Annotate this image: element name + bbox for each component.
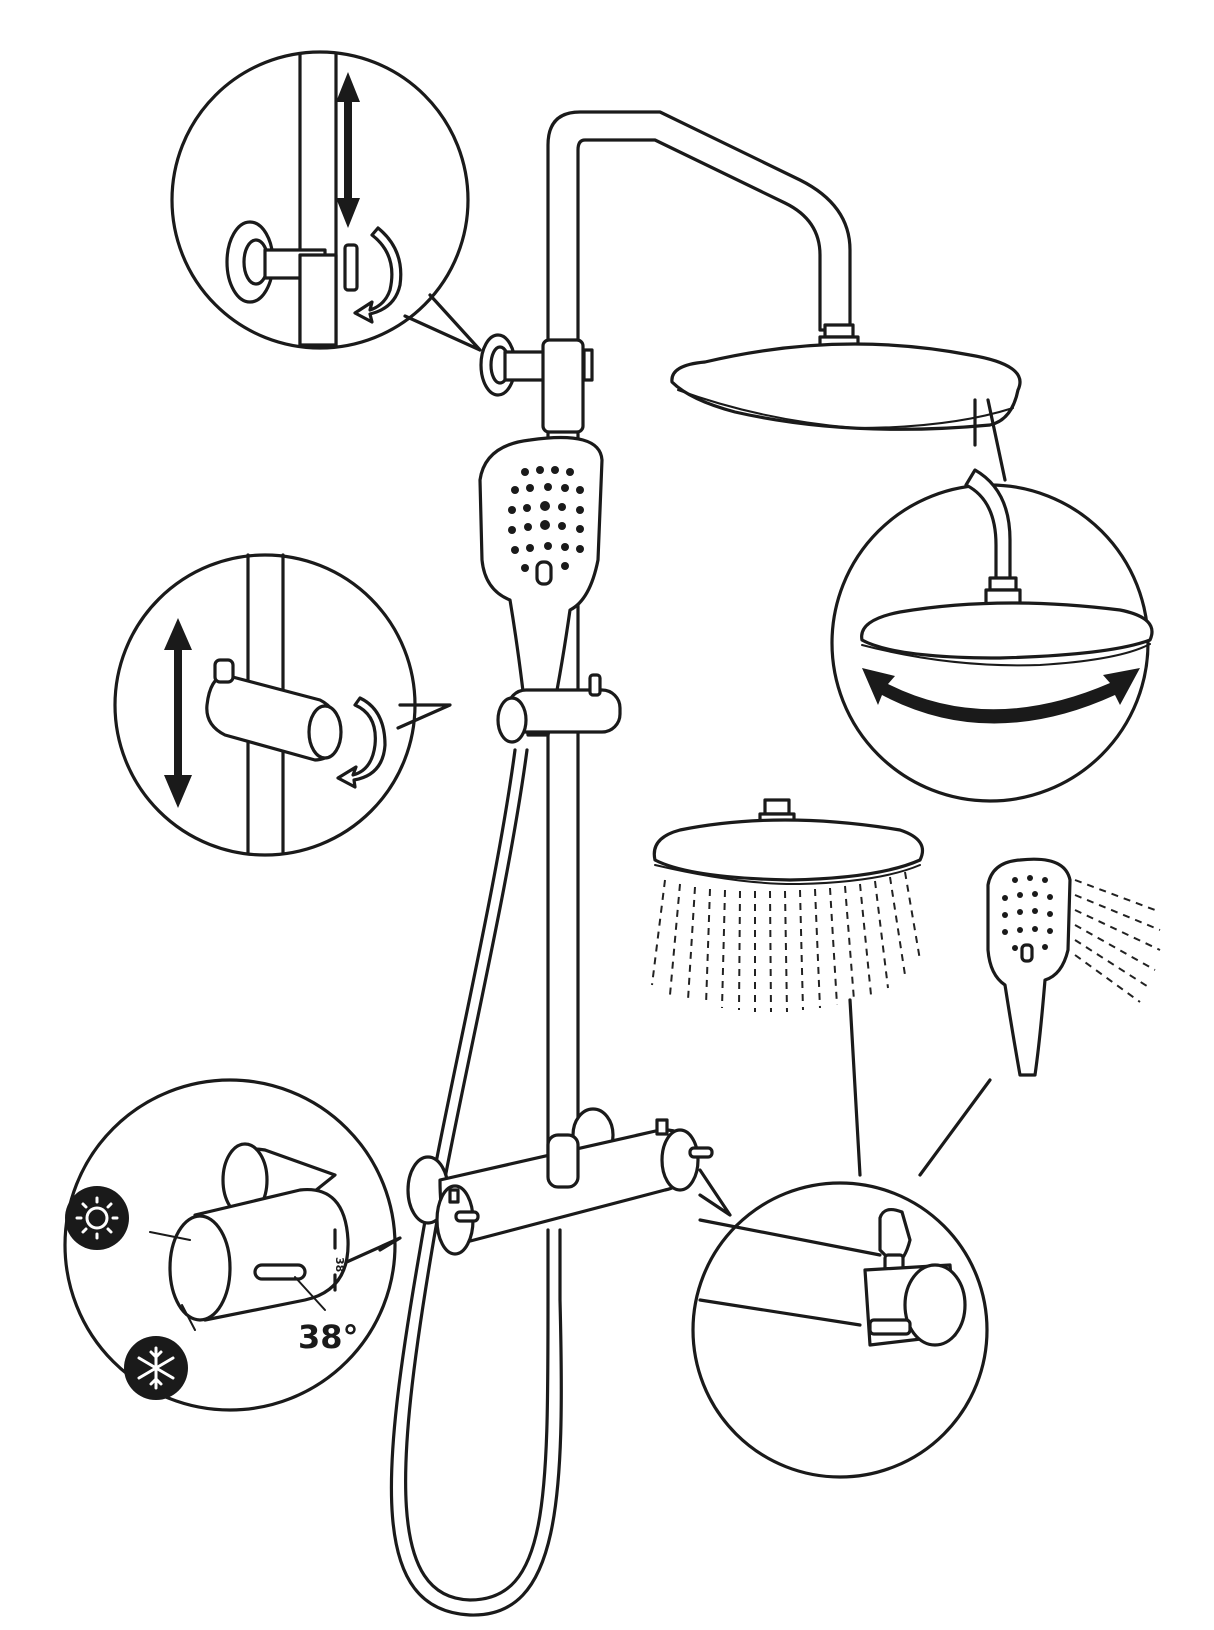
rain-head-spray: [651, 798, 925, 1177]
hand-shower-spray: [918, 857, 1161, 1177]
rotate-arrow-icon: [862, 668, 1140, 724]
rotate-arrow-icon: [336, 696, 387, 789]
shower-hose: [389, 748, 563, 1617]
water-spray: [651, 871, 921, 1013]
detail-slide-holder: [113, 553, 452, 857]
thermostatic-mixer: [406, 1107, 714, 1256]
rotate-arrow-icon: [353, 226, 403, 324]
up-down-arrow-icon: [336, 72, 360, 228]
riser-pipe: [546, 110, 852, 1182]
wall-bracket-top: [479, 333, 594, 434]
snowflake-icon: [124, 1336, 188, 1400]
detail-diverter: [691, 1168, 989, 1479]
hand-shower: [478, 435, 604, 737]
temperature-label: 38°: [298, 1318, 359, 1356]
shower-column: [389, 110, 1022, 1617]
slide-holder: [496, 673, 622, 744]
sun-icon: [65, 1186, 129, 1250]
water-spray: [1074, 879, 1161, 1003]
scale-mark-label: 38: [333, 1257, 346, 1272]
detail-rain-head-rotation: [830, 398, 1154, 803]
detail-thermostat: 38 38°: [63, 1078, 402, 1412]
up-down-arrow-icon: [164, 618, 192, 808]
detail-wall-bracket: [170, 50, 482, 352]
rain-shower-head: [670, 323, 1022, 431]
